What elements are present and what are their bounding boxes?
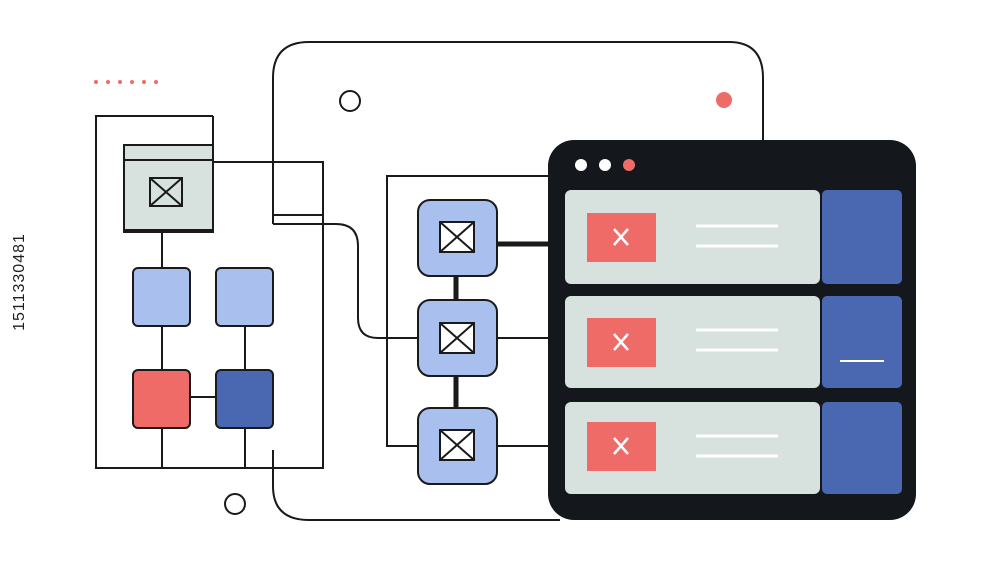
close-icon xyxy=(613,437,629,455)
header-card xyxy=(123,144,214,233)
image-placeholder-icon xyxy=(439,429,475,461)
middle-node-1 xyxy=(417,199,498,277)
middle-node-2 xyxy=(417,299,498,377)
list-row-2 xyxy=(565,296,902,388)
image-placeholder-icon xyxy=(439,322,475,354)
decorative-dots xyxy=(94,80,158,84)
background-panel-bottom xyxy=(272,450,560,521)
tree-connectors xyxy=(161,232,246,468)
node-dark-blue xyxy=(215,369,274,429)
node-light-blue-right xyxy=(215,267,274,327)
window-dot-white-2 xyxy=(599,159,611,171)
image-placeholder-icon xyxy=(439,221,475,253)
left-wireframe xyxy=(95,115,548,469)
window-dot-white-1 xyxy=(575,159,587,171)
image-placeholder-icon xyxy=(149,177,183,207)
panel-ring-top xyxy=(339,90,361,112)
background-panel xyxy=(272,41,764,224)
node-coral xyxy=(132,369,191,429)
panel-dot-coral xyxy=(716,92,732,108)
close-icon xyxy=(613,333,629,351)
node-light-blue-left xyxy=(132,267,191,327)
window-dot-coral xyxy=(623,159,635,171)
list-row-1 xyxy=(565,190,902,284)
close-icon xyxy=(613,228,629,246)
list-row-3 xyxy=(565,402,902,494)
ring-bottom xyxy=(224,493,246,515)
middle-node-3 xyxy=(417,407,498,485)
